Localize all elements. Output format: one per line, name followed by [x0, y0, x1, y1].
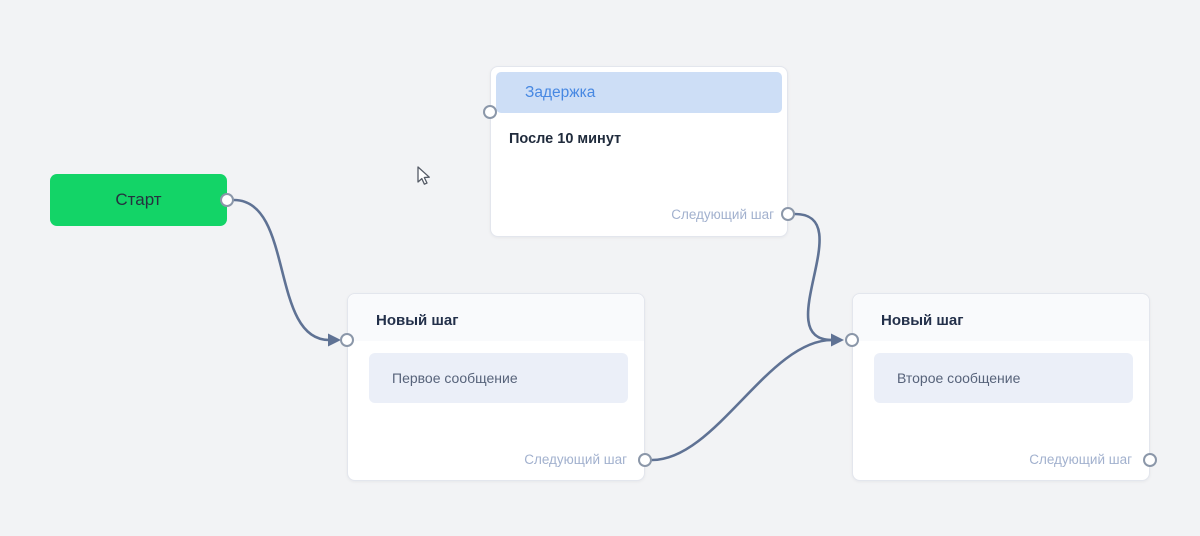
node-step-2[interactable]: Новый шаг Второе сообщение Следующий шаг	[852, 293, 1150, 481]
step-title: Новый шаг	[881, 312, 964, 329]
port-step2-input[interactable]	[845, 333, 859, 347]
edge-step1-to-step2[interactable]	[650, 338, 834, 462]
start-label: Старт	[115, 190, 162, 209]
next-step-label: Следующий шаг	[524, 452, 627, 467]
message-block[interactable]: Первое сообщение	[369, 353, 628, 403]
message-text: Первое сообщение	[392, 370, 518, 386]
port-start-output[interactable]	[220, 193, 234, 207]
arrowhead-step1-in	[328, 333, 341, 347]
message-block[interactable]: Второе сообщение	[874, 353, 1133, 403]
step-node-header	[853, 294, 1149, 341]
delay-duration-text: После 10 минут	[509, 131, 622, 147]
message-text: Второе сообщение	[897, 370, 1021, 386]
delay-title: Задержка	[525, 84, 596, 101]
node-delay[interactable]: Задержка После 10 минут Следующий шаг	[490, 66, 788, 237]
next-step-label: Следующий шаг	[671, 207, 774, 222]
node-start[interactable]: Старт	[50, 174, 227, 226]
edge-delay-to-step2[interactable]	[793, 212, 834, 342]
arrowhead-step2-in	[831, 333, 844, 347]
next-step-label: Следующий шаг	[1029, 452, 1132, 467]
port-delay-output[interactable]	[781, 207, 795, 221]
node-step-1[interactable]: Новый шаг Первое сообщение Следующий шаг	[347, 293, 645, 481]
delay-node-header[interactable]: Задержка	[496, 72, 782, 113]
edge-start-to-step1[interactable]	[232, 198, 331, 342]
step-node-header	[348, 294, 644, 341]
port-delay-input[interactable]	[483, 105, 497, 119]
step-title: Новый шаг	[376, 312, 459, 329]
port-step1-output[interactable]	[638, 453, 652, 467]
port-step1-input[interactable]	[340, 333, 354, 347]
port-step2-output[interactable]	[1143, 453, 1157, 467]
